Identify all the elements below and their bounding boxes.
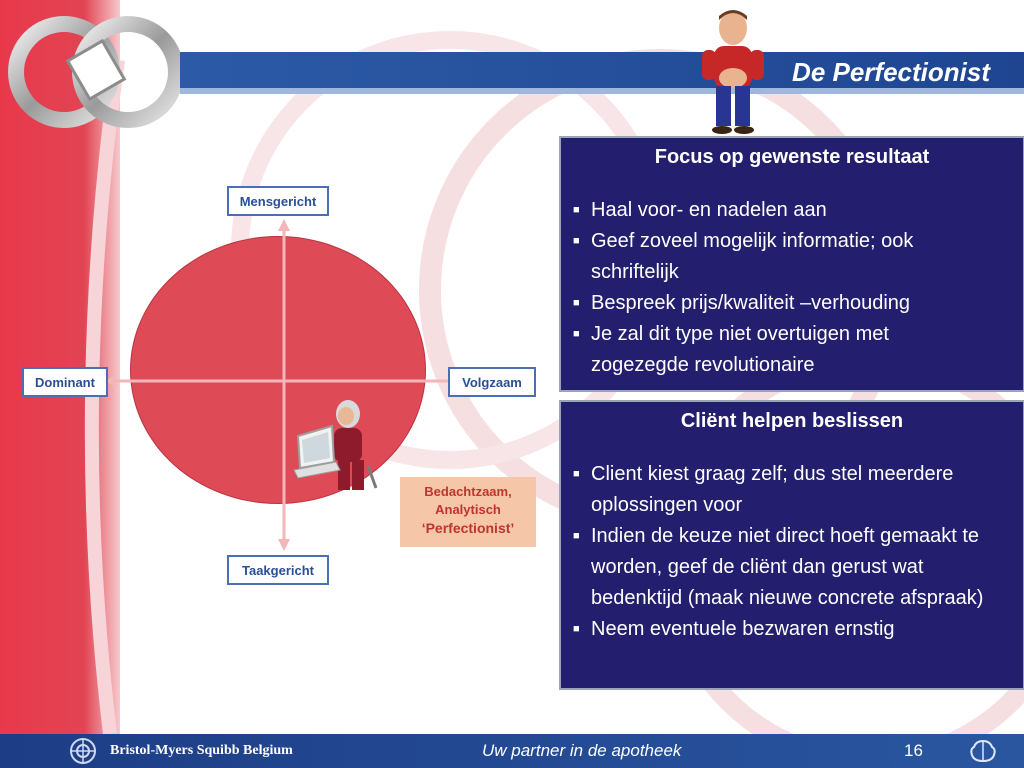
decision-box-list: ■Client kiest graag zelf; dus stel meerd…: [561, 459, 1023, 645]
square-bullet-icon: ■: [573, 530, 580, 542]
footer-emblem-icon: [970, 739, 996, 763]
person-at-computer-icon: [293, 400, 378, 490]
footer-bar: [0, 734, 1024, 768]
label-taakgericht: Taakgericht: [227, 555, 329, 585]
list-item: ■Neem eventuele bezwaren ernstig: [561, 614, 1023, 645]
footer-company: Bristol-Myers Squibb Belgium: [110, 743, 293, 758]
slide-title: De Perfectionist: [792, 57, 990, 87]
quadrant-label-line2: Analytisch: [435, 502, 501, 517]
label-mensgericht: Mensgericht: [227, 186, 329, 216]
square-bullet-icon: ■: [573, 328, 580, 340]
decision-box: Cliënt helpen beslissen ■Client kiest gr…: [559, 400, 1024, 690]
bms-emblem-icon: [70, 738, 96, 764]
square-bullet-icon: ■: [573, 297, 580, 309]
label-dominant: Dominant: [22, 367, 108, 397]
quadrant-label-perfectionist: Bedachtzaam, Analytisch ‘Perfectionist’: [400, 477, 536, 547]
page-number: 16: [904, 741, 923, 760]
title-band: [180, 52, 1024, 90]
list-item: ■Bespreek prijs/kwaliteit –verhouding: [561, 288, 1023, 319]
footer-tagline: Uw partner in de apotheek: [482, 741, 682, 760]
focus-box: Focus op gewenste resultaat ■Haal voor- …: [559, 136, 1024, 392]
list-item: ■Client kiest graag zelf; dus stel meerd…: [561, 459, 1023, 521]
list-item: ■Haal voor- en nadelen aan: [561, 195, 1023, 226]
square-bullet-icon: ■: [573, 204, 580, 216]
title-band-stripe: [180, 88, 1024, 94]
square-bullet-icon: ■: [573, 468, 580, 480]
square-bullet-icon: ■: [573, 623, 580, 635]
focus-box-heading: Focus op gewenste resultaat: [654, 146, 930, 168]
square-bullet-icon: ■: [573, 235, 580, 247]
focus-box-list: ■Haal voor- en nadelen aan ■Geef zoveel …: [561, 195, 1023, 381]
bms-rings-logo: [8, 16, 184, 128]
quadrant-label-line3: ‘Perfectionist’: [421, 520, 515, 536]
standing-man-icon: [702, 10, 764, 134]
behaviour-circle: [130, 236, 426, 504]
list-item: ■Indien de keuze niet direct hoeft gemaa…: [561, 521, 1023, 614]
label-volgzaam: Volgzaam: [448, 367, 536, 397]
decision-box-heading: Cliënt helpen beslissen: [680, 410, 904, 432]
quadrant-label-line1: Bedachtzaam,: [424, 484, 512, 499]
